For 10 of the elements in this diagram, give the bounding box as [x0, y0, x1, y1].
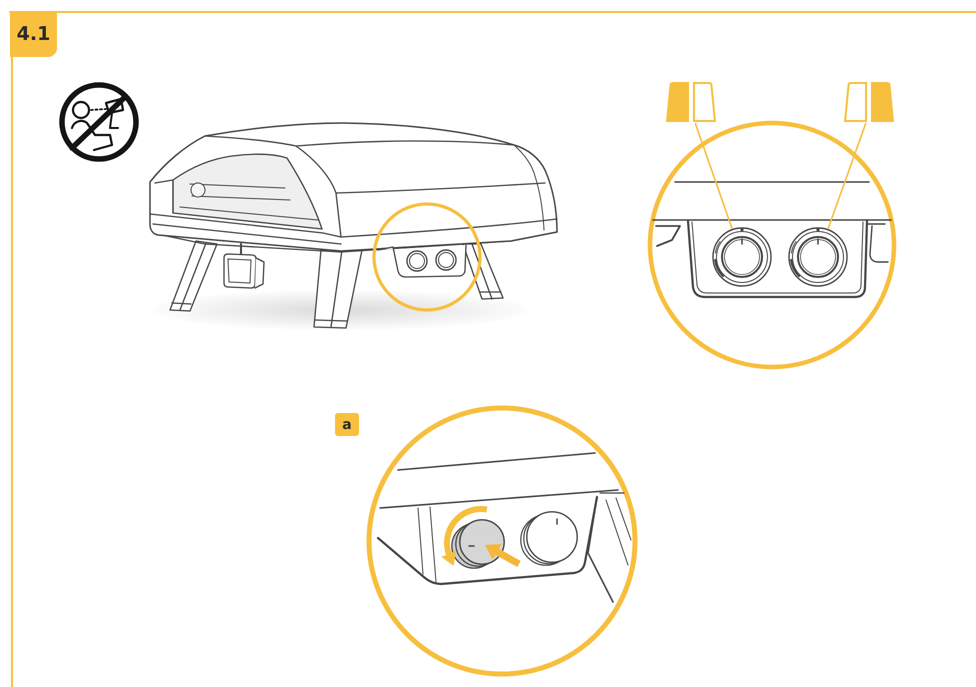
half-shaded-icon [843, 82, 895, 122]
leader-line [827, 122, 867, 230]
control-knob [711, 226, 773, 288]
control-knob [519, 510, 579, 567]
control-knob [787, 226, 849, 288]
control-knob [450, 518, 506, 570]
substep-letter: a [335, 413, 359, 436]
leader-line [694, 122, 733, 229]
half-shaded-icon [665, 82, 717, 122]
step-number: 4.1 [10, 11, 57, 57]
